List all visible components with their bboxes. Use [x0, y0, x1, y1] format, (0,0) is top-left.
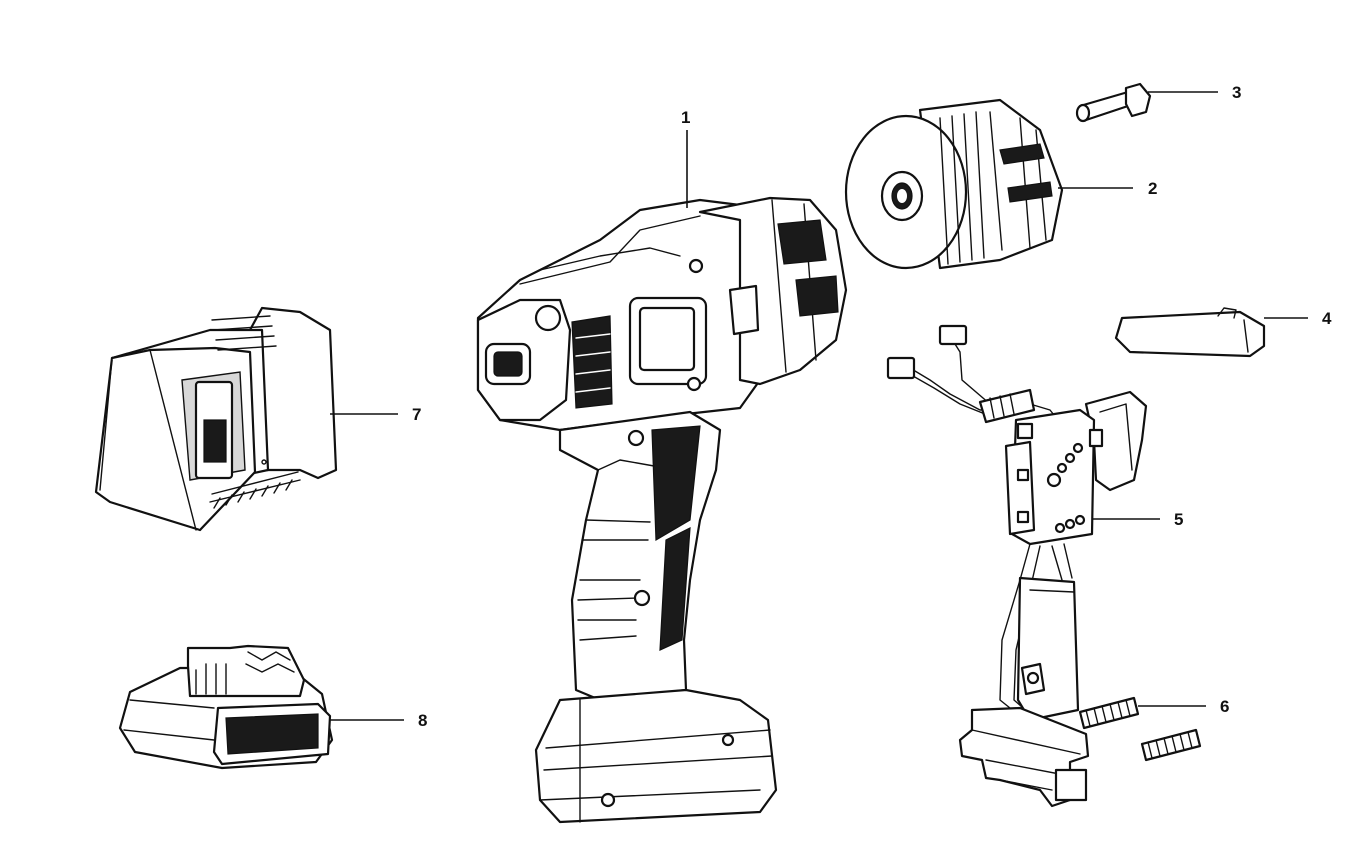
part-switch-assembly [886, 324, 1148, 808]
part-direction-switch [1114, 307, 1266, 358]
callout-2: 2 [1148, 179, 1157, 198]
part-chuck [844, 98, 1064, 270]
callout-7: 7 [412, 405, 421, 424]
part-springs [1078, 696, 1202, 762]
spring-lower [1140, 728, 1202, 762]
part-battery [118, 644, 334, 770]
part-charger [94, 306, 338, 532]
part-drill-body [476, 196, 848, 824]
spring-upper [1078, 696, 1140, 730]
part-screw [1075, 82, 1152, 123]
callout-5: 5 [1174, 510, 1183, 529]
callout-4: 4 [1322, 309, 1332, 328]
callout-8: 8 [418, 711, 427, 730]
callout-1: 1 [681, 108, 690, 127]
callout-6: 6 [1220, 697, 1229, 716]
callout-3: 3 [1232, 83, 1241, 102]
